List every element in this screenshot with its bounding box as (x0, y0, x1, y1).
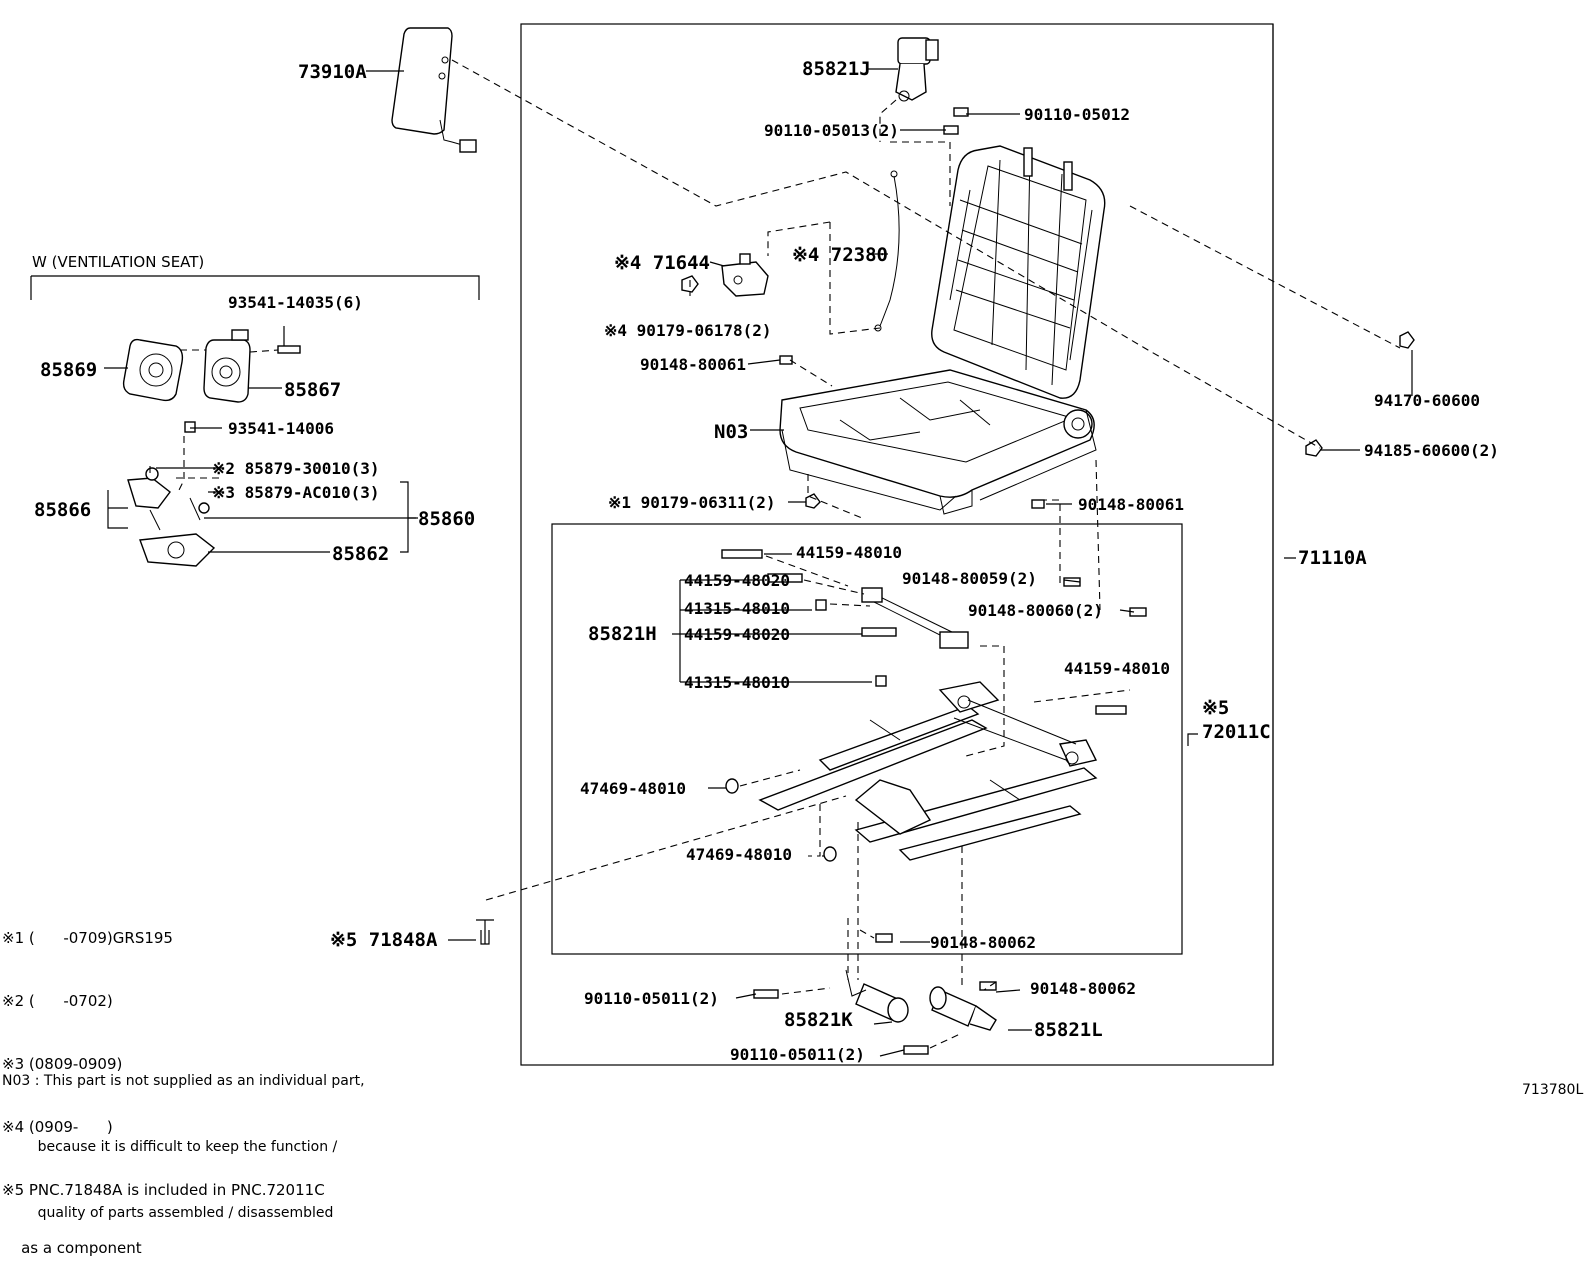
footnote-line-3: quality of parts assembled / disassemble… (2, 1205, 334, 1221)
label-90179-06311: ※1 90179-06311(2) (608, 493, 776, 512)
label-44159-48020-a: 44159-48020 (684, 571, 790, 590)
part-71644 (721, 253, 769, 297)
part-85821l (929, 986, 997, 1031)
label-72011c: 72011C (1202, 721, 1271, 743)
label-90148-80062-a: 90148-80062 (930, 933, 1036, 952)
seat-back-frame (931, 145, 1106, 399)
footnote-line-2: because it is difficult to keep the func… (2, 1139, 338, 1155)
note-2: ※2 ( -0702) (2, 992, 113, 1010)
label-44159-48020-b: 44159-48020 (684, 625, 790, 644)
assembly-dashed-lines (149, 59, 1401, 1049)
label-47469-48010-b: 47469-48010 (686, 845, 792, 864)
label-41315-48010-a: 41315-48010 (684, 599, 790, 618)
label-94185-60600: 94185-60600(2) (1364, 441, 1499, 460)
label-90179-06178: ※4 90179-06178(2) (604, 321, 772, 340)
drawing-id: 713780L (1522, 1082, 1583, 1098)
label-90110-05011-a: 90110-05011(2) (584, 989, 719, 1008)
label-93541-14006: 93541-14006 (228, 419, 334, 438)
label-90148-80062-b: 90148-80062 (1030, 979, 1136, 998)
label-85866: 85866 (34, 499, 91, 521)
label-85821h: 85821H (588, 623, 657, 645)
part-85869 (122, 338, 184, 402)
label-85867: 85867 (284, 379, 341, 401)
part-85821j (895, 37, 939, 102)
label-90148-80061-a: 90148-80061 (640, 355, 746, 374)
label-90148-80060: 90148-80060(2) (968, 601, 1103, 620)
label-73910a: 73910A (298, 61, 367, 83)
label-85821l: 85821L (1034, 1019, 1103, 1041)
seat-cushion-frame (779, 369, 1097, 515)
label-93541-14035: 93541-14035(6) (228, 293, 363, 312)
label-85821j: 85821J (802, 58, 871, 80)
footnote-block: N03 : This part is not supplied as an in… (2, 1026, 365, 1246)
label-71848a: ※5 71848A (330, 929, 438, 951)
label-90110-05013: 90110-05013(2) (764, 121, 899, 140)
part-85821h (861, 587, 969, 649)
label-85879-30010: ※2 85879-30010(3) (212, 459, 380, 478)
note-3: ※3 (0809-0909) (2, 1055, 123, 1073)
label-44159-48010-b: 44159-48010 (1064, 659, 1170, 678)
footnote-line-1: N03 : This part is not supplied as an in… (2, 1073, 365, 1089)
note-1: ※1 ( -0709)GRS195 (2, 929, 173, 947)
label-85869: 85869 (40, 359, 97, 381)
label-71110a: 71110A (1298, 547, 1367, 569)
label-90148-80061-b: 90148-80061 (1078, 495, 1184, 514)
part-72011c-track (758, 681, 1098, 861)
bolts (721, 549, 1147, 1055)
part-85821k (845, 969, 909, 1023)
label-71644: ※4 71644 (614, 252, 710, 274)
label-85821k: 85821K (784, 1009, 853, 1031)
group-title: W (VENTILATION SEAT) (32, 253, 204, 271)
part-72380-cable (879, 175, 900, 327)
label-94170-60600: 94170-60600 (1374, 391, 1480, 410)
label-85860: 85860 (418, 508, 475, 530)
label-n03: N03 (714, 421, 748, 443)
part-73910a (391, 27, 477, 153)
label-85862: 85862 (332, 543, 389, 565)
label-47469-48010-a: 47469-48010 (580, 779, 686, 798)
label-note5-mark: ※5 (1202, 697, 1229, 719)
label-72380: ※4 72380 (792, 244, 888, 266)
label-90110-05012: 90110-05012 (1024, 105, 1130, 124)
leader-lines (104, 24, 1413, 1065)
ventilation-bracket (30, 275, 480, 300)
part-71848a (476, 919, 494, 945)
part-85866-assy (127, 467, 216, 567)
label-90110-05011-b: 90110-05011(2) (730, 1045, 865, 1064)
part-85867 (203, 329, 251, 403)
small-fasteners (681, 107, 1415, 509)
label-41315-48010-b: 41315-48010 (684, 673, 790, 692)
label-90148-80059: 90148-80059(2) (902, 569, 1037, 588)
label-44159-48010-a: 44159-48010 (796, 543, 902, 562)
seat-track-frame (551, 523, 1183, 955)
label-85879-ac010: ※3 85879-AC010(3) (212, 483, 380, 502)
screw-93541-14035 (277, 345, 301, 354)
parts-diagram: 73910A 85821J 90110-05012 90110-05013(2)… (30, 23, 1583, 1098)
